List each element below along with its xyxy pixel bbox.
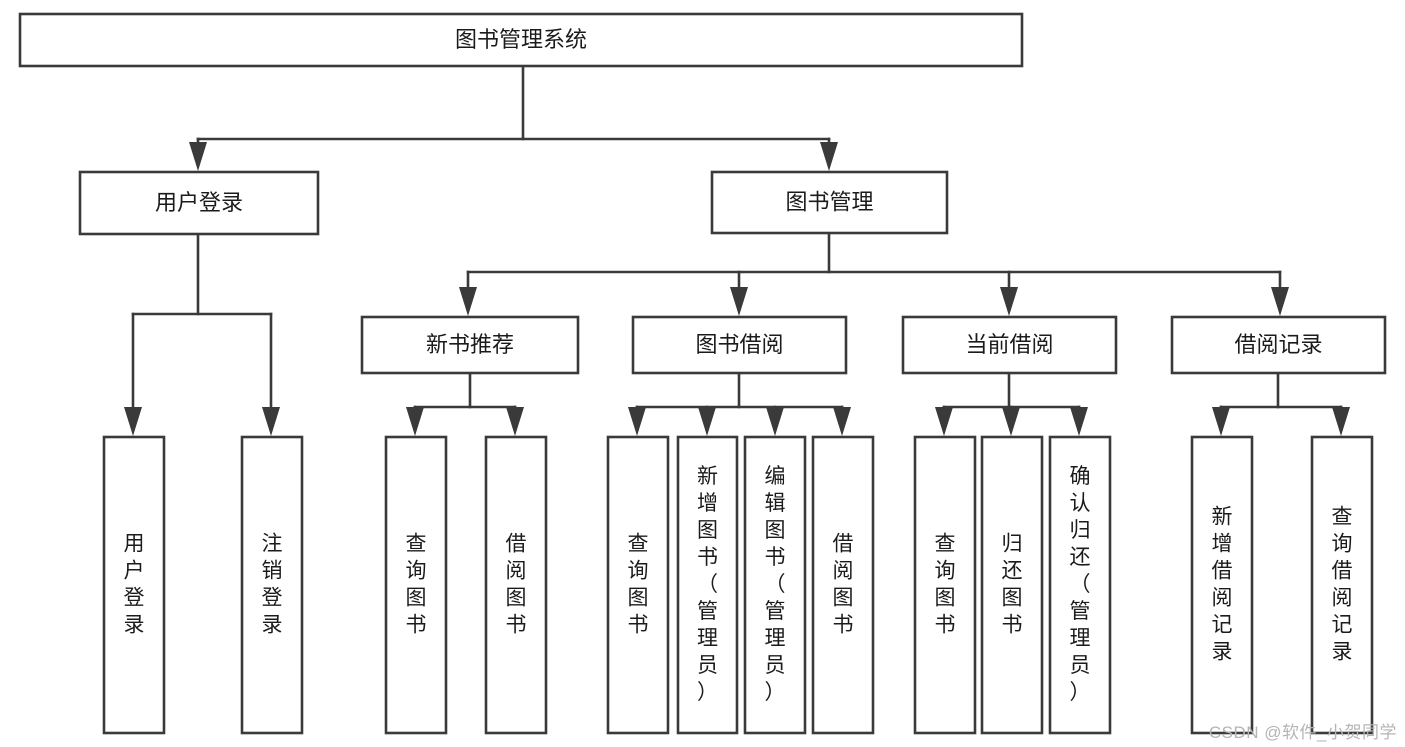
node-box-leaf-user-login (102, 435, 166, 735)
arrow-head-icon (262, 407, 280, 436)
node-layer: 图书管理系统用户登录图书管理新书推荐图书借阅当前借阅借阅记录用户登录注销登录查询… (18, 12, 1387, 735)
node-book-manage[interactable]: 图书管理 (710, 170, 949, 235)
node-leaf-confirm-return[interactable]: 确认归还（管理员） (1048, 435, 1112, 735)
watermark-text: CSDN @软件_小贺同学 (1208, 723, 1397, 742)
node-box-root (18, 12, 1024, 68)
node-current-borrow[interactable]: 当前借阅 (901, 315, 1118, 375)
arrow-head-icon (1070, 407, 1088, 436)
node-box-leaf-logout (240, 435, 304, 735)
node-label-book-borrow: 图书借阅 (695, 332, 783, 357)
arrow-head-icon (820, 142, 838, 171)
node-box-new-book-recommend (360, 315, 580, 375)
node-box-book-borrow (631, 315, 848, 375)
node-leaf-borrow-book-2[interactable]: 借阅图书 (811, 435, 875, 735)
node-label-leaf-query-book-1: 查询图书 (406, 532, 427, 636)
node-box-leaf-add-book (676, 435, 739, 735)
node-label-borrow-record: 借阅记录 (1234, 332, 1322, 357)
node-leaf-logout[interactable]: 注销登录 (240, 435, 304, 735)
arrow-head-icon (935, 407, 953, 436)
node-box-leaf-edit-book (743, 435, 807, 735)
node-label-book-manage: 图书管理 (785, 189, 873, 214)
node-leaf-query-record[interactable]: 查询借阅记录 (1310, 435, 1374, 735)
node-label-leaf-user-login: 用户登录 (124, 532, 145, 636)
arrow-head-icon (1212, 407, 1230, 436)
node-leaf-user-login[interactable]: 用户登录 (102, 435, 166, 735)
node-label-leaf-borrow-book-1: 借阅图书 (506, 532, 527, 636)
arrow-head-icon (730, 287, 748, 316)
node-box-user-login (78, 170, 320, 236)
arrow-head-icon (459, 287, 477, 316)
node-box-leaf-query-record (1310, 435, 1374, 735)
arrow-head-icon (124, 407, 142, 436)
node-label-leaf-query-book-3: 查询图书 (935, 532, 956, 636)
node-leaf-query-book-3[interactable]: 查询图书 (913, 435, 977, 735)
node-box-leaf-add-record (1190, 435, 1254, 735)
arrow-head-icon (698, 407, 716, 436)
node-box-leaf-query-book-2 (606, 435, 670, 735)
node-leaf-edit-book[interactable]: 编辑图书（管理员） (743, 435, 807, 735)
node-label-leaf-edit-book: 编辑图书（管理员） (765, 465, 786, 704)
arrow-head-icon (189, 142, 207, 171)
arrow-head-icon (506, 407, 524, 436)
node-leaf-query-book-1[interactable]: 查询图书 (384, 435, 448, 735)
node-root[interactable]: 图书管理系统 (18, 12, 1024, 68)
node-label-leaf-add-record: 新增借阅记录 (1212, 505, 1233, 663)
arrow-head-icon (833, 407, 851, 436)
node-book-borrow[interactable]: 图书借阅 (631, 315, 848, 375)
node-label-user-login: 用户登录 (155, 190, 243, 215)
node-label-leaf-confirm-return: 确认归还（管理员） (1070, 465, 1091, 704)
node-label-current-borrow: 当前借阅 (965, 332, 1053, 357)
node-leaf-add-record[interactable]: 新增借阅记录 (1190, 435, 1254, 735)
node-label-root: 图书管理系统 (455, 27, 587, 52)
arrow-head-icon (406, 407, 424, 436)
arrow-head-icon (1271, 287, 1289, 316)
node-borrow-record[interactable]: 借阅记录 (1170, 315, 1387, 375)
node-label-leaf-query-book-2: 查询图书 (628, 532, 649, 636)
node-leaf-return-book[interactable]: 归还图书 (980, 435, 1044, 735)
node-box-leaf-query-book-3 (913, 435, 977, 735)
node-leaf-query-book-2[interactable]: 查询图书 (606, 435, 670, 735)
node-box-leaf-return-book (980, 435, 1044, 735)
connector-layer (124, 64, 1350, 436)
node-box-leaf-borrow-book-1 (484, 435, 548, 735)
node-user-login[interactable]: 用户登录 (78, 170, 320, 236)
node-new-book-recommend[interactable]: 新书推荐 (360, 315, 580, 375)
node-box-borrow-record (1170, 315, 1387, 375)
node-label-leaf-add-book: 新增图书（管理员） (697, 465, 718, 704)
node-label-new-book-recommend: 新书推荐 (426, 332, 514, 357)
node-box-current-borrow (901, 315, 1118, 375)
node-box-leaf-confirm-return (1048, 435, 1112, 735)
node-label-leaf-logout: 注销登录 (262, 532, 283, 636)
arrow-head-icon (1000, 287, 1018, 316)
arrow-head-icon (1332, 407, 1350, 436)
node-box-leaf-query-book-1 (384, 435, 448, 735)
node-label-leaf-return-book: 归还图书 (1002, 532, 1023, 636)
arrow-head-icon (628, 407, 646, 436)
node-box-book-manage (710, 170, 949, 235)
node-label-leaf-borrow-book-2: 借阅图书 (833, 532, 854, 636)
arrow-head-icon (766, 407, 784, 436)
node-leaf-borrow-book-1[interactable]: 借阅图书 (484, 435, 548, 735)
node-box-leaf-borrow-book-2 (811, 435, 875, 735)
node-leaf-add-book[interactable]: 新增图书（管理员） (676, 435, 739, 735)
node-label-leaf-query-record: 查询借阅记录 (1332, 505, 1353, 663)
arrow-head-icon (1002, 407, 1020, 436)
